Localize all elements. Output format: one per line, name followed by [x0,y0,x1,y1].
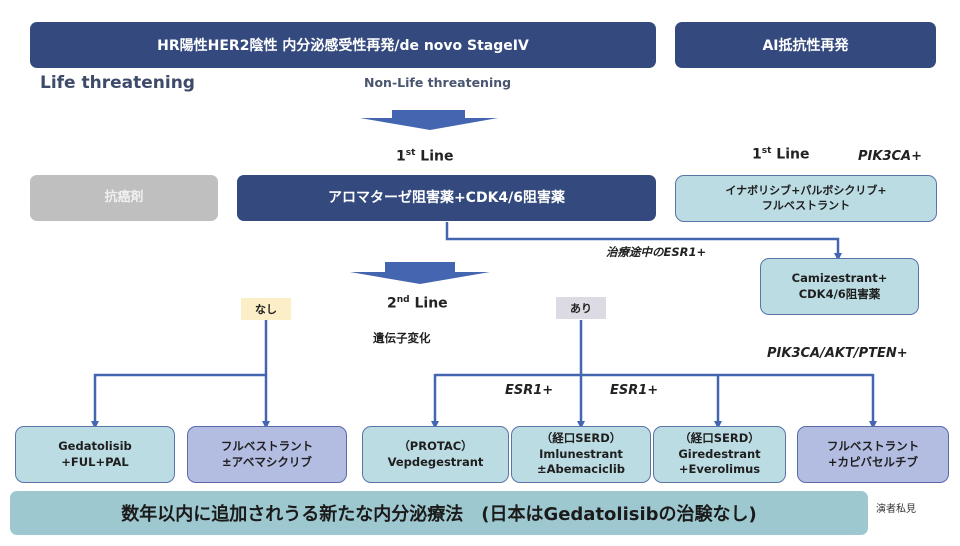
camizestrant-box: Camizestrant+ CDK4/6阻害薬 [760,258,919,315]
esr1-plus-label-a: ESR1+ [505,383,554,398]
esr1-plus-label-b: ESR1+ [610,383,659,398]
second-line-label: 2nd Line [387,295,448,312]
first-line-label-main: 1st Line [396,148,454,165]
main-header-title: HR陽性HER2陰性 内分泌感受性再発/de novo StageIV [157,38,529,54]
chemotherapy-box: 抗癌剤 [30,175,218,221]
tag-present: あり [556,297,606,319]
esr1-connector [445,222,842,261]
second-line-box-gedatolisib: Gedatolisib +FUL+PAL [15,426,175,483]
second-line-box-giredestrant: （経口SERD） Giredestrant +Everolimus [653,426,786,483]
inavolisib-box: イナボリシブ+パルボシクリブ+ フルベストラント [675,175,937,222]
second-line-box-fulvestrant-abemaciclib: フルベストラント ±アベマシクリブ [187,426,347,483]
second-line-box-vepdegestrant: （PROTAC） Vepdegestrant [362,426,509,483]
life-threatening-label: Life threatening [40,73,195,93]
ai-resistant-title: AI抵抗性再発 [762,38,849,54]
tag-none: なし [241,298,291,320]
non-life-threatening-label: Non-Life threatening [364,75,512,90]
ai-resistant-header: AI抵抗性再発 [675,22,936,68]
none-branch-left [91,373,266,429]
big-down-arrow-1 [360,110,498,130]
second-line-box-imlunestrant: （経口SERD） Imlunestrant ±Abemaciclib [511,426,651,483]
footer-banner: 数年以内に追加されうる新たな内分泌療法 (日本はGedatolisibの治験なし… [10,491,868,535]
authors-opinion-label: 演者私見 [876,504,916,515]
ai-cdk46-box: アロマターゼ阻害薬+CDK4/6阻害薬 [237,175,656,221]
esr1-during-treatment-label: 治療途中のESR1+ [606,245,707,259]
pik3ca-plus-label: PIK3CA+ [858,149,922,164]
first-line-label-ai: 1st Line [752,146,810,163]
gene-alteration-label: 遺伝子変化 [373,331,431,345]
second-line-box-capivasertib: フルベストラント +カピバセルチブ [797,426,949,483]
pik3ca-akt-pten-label: PIK3CA/AKT/PTEN+ [767,346,908,361]
big-down-arrow-2 [350,262,490,284]
main-header: HR陽性HER2陰性 内分泌感受性再発/de novo StageIV [30,22,656,68]
